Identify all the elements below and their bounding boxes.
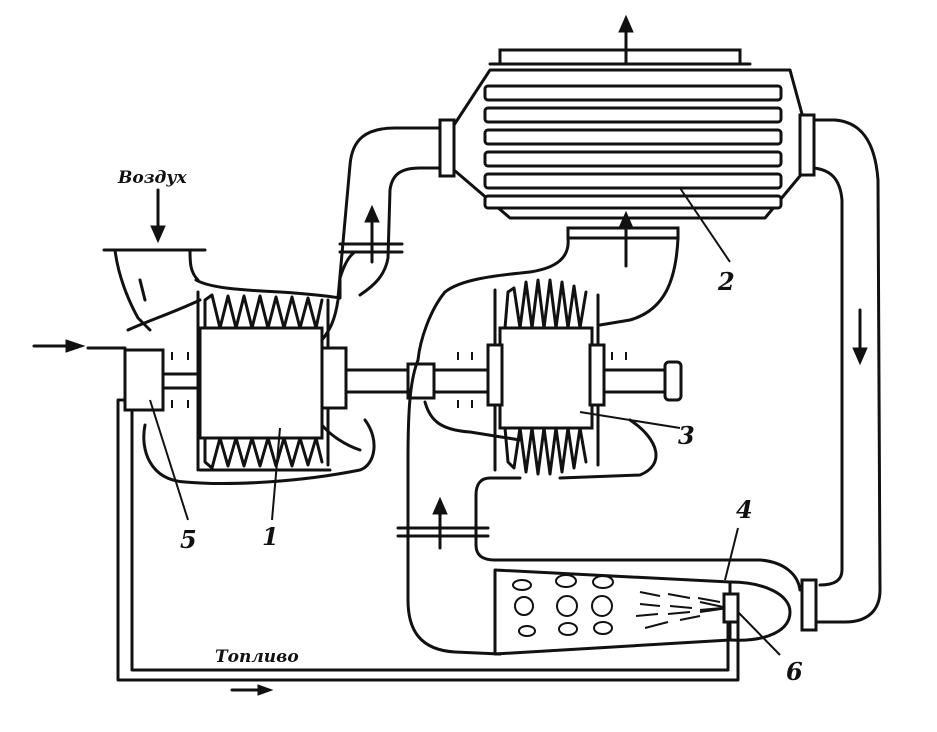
compressed-air-duct: [336, 118, 456, 300]
fuel-inlet-arrow-icon: [32, 339, 86, 353]
leader-line-6: [737, 611, 781, 656]
compressor-1: [126, 250, 376, 485]
combustion-chamber-4: [493, 568, 792, 656]
air-label: Воздух: [117, 168, 188, 188]
turbine-exhaust-arrow-icon: [618, 210, 634, 268]
component-label-4: 4: [736, 495, 753, 524]
hot-gas-arrow-icon: [432, 496, 448, 550]
component-label-2: 2: [717, 267, 735, 296]
component-label-6: 6: [786, 657, 803, 686]
turbine-3: [416, 236, 680, 480]
heated-air-duct: [800, 118, 882, 632]
fuel-pump-5: [86, 346, 202, 412]
hot-gas-duct: [396, 358, 802, 656]
fuel-line: [116, 398, 740, 682]
leader-line-2: [679, 187, 731, 263]
exhaust-arrow-icon: [618, 14, 634, 66]
component-label-3: 3: [678, 421, 695, 450]
return-arrow-icon: [852, 308, 868, 366]
leader-line-5: [149, 399, 189, 521]
leader-line-3: [579, 411, 681, 429]
fuel-label: Топливо: [215, 647, 299, 667]
component-label-5: 5: [180, 525, 197, 554]
leader-line-1: [271, 427, 281, 521]
air-inlet: [102, 248, 207, 332]
leader-line-4: [724, 527, 739, 581]
component-label-1: 1: [262, 522, 279, 551]
fuel-arrow-icon: [230, 684, 274, 696]
air-arrow-icon: [150, 188, 166, 244]
compressed-air-arrow-icon: [364, 204, 380, 264]
heat-exchanger-2: [452, 48, 816, 240]
